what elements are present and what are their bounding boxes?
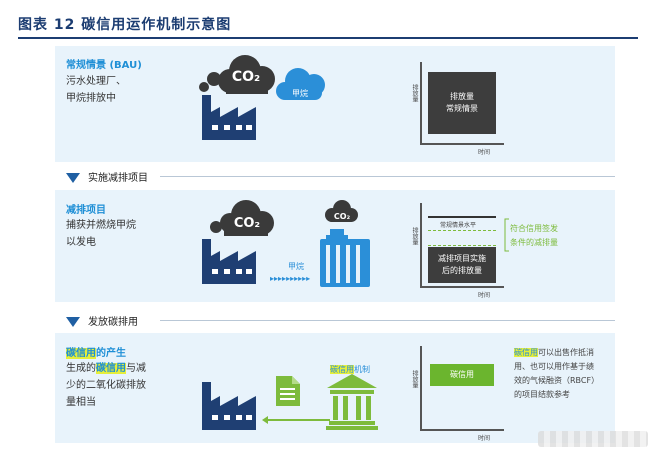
- methane-label: 甲烷: [292, 88, 308, 98]
- panel3-text: 生成的碳信用与减 少的二氧化碳排放 量相当: [66, 360, 146, 411]
- emission-bau-box-line-1: 排放量: [450, 92, 474, 101]
- credit-note-line-2: 用、也可以用作基于绩: [514, 362, 594, 371]
- co2-cloud-icon: [199, 55, 275, 94]
- arrow-left-icon: [262, 416, 330, 424]
- credit-illustration: [202, 374, 378, 430]
- panel1-text: 污水处理厂、 甲烷排放中: [66, 73, 126, 107]
- panel3-line-1: 生成的碳信用与减: [66, 360, 146, 377]
- step-1-label: 实施减排项目: [88, 173, 148, 184]
- chart-credit-y-axis: [420, 346, 422, 430]
- carbon-credit-box: 碳信用: [430, 364, 494, 386]
- small-co2-label: CO₂: [334, 212, 351, 221]
- chart-bau-x-axis: [420, 143, 504, 145]
- figure-title: 图表 12 碳信用运作机制示意图: [18, 17, 232, 33]
- credit-note-line-1: 碳信用可以出售作抵消: [514, 346, 599, 360]
- panel1-heading: 常规情景 (BAU): [66, 60, 142, 71]
- co2-label: CO₂: [234, 216, 260, 231]
- title-rule: [18, 37, 638, 39]
- baseline-line: [428, 216, 496, 218]
- factory-reduction-illustration: CO₂ 甲烷 ▸▸▸▸▸▸▸▸▸▸ CO₂: [202, 200, 370, 287]
- chart-credit: 排放量 时间 碳信用: [411, 346, 504, 442]
- credit-note-line-4: 的项目结款参考: [514, 390, 570, 399]
- chart-reduction-x-label: 时间: [478, 292, 491, 299]
- emission-bau-box-line-2: 常规情景: [446, 104, 478, 113]
- chart-reduction-y-label: 排放量: [411, 227, 418, 245]
- panel2-heading: 减排项目: [66, 205, 106, 216]
- chart-reduction: 排放量 时间 常规情景水平 减排项目实施 后的排放量: [411, 203, 504, 299]
- factory-bau-illustration: CO₂ 甲烷: [199, 55, 325, 140]
- methane-flow-label: 甲烷: [288, 261, 304, 271]
- step-1: 实施减排项目: [66, 169, 148, 184]
- factory-icon: [202, 239, 256, 284]
- credit-note-line-1-rest: 可以出售作抵消: [538, 348, 594, 357]
- chart-credit-x-label: 时间: [478, 435, 491, 442]
- reduction-note: 符合信用签发 条件的减排量: [510, 222, 558, 250]
- mechanism-label: 碳信用机制: [330, 364, 370, 375]
- down-triangle-icon: [66, 173, 80, 183]
- chart-credit-x-axis: [420, 429, 504, 431]
- panel2-text: 捕获并燃烧甲烷 以发电: [66, 217, 136, 251]
- step-2-divider: [160, 320, 615, 321]
- panel1-line-1: 污水处理厂、: [66, 76, 126, 87]
- factory-icon: [202, 95, 256, 140]
- panel3-heading: 碳信用的产生: [66, 344, 126, 359]
- chart-bau-y-axis: [420, 62, 422, 144]
- emission-bau-box: 排放量 常规情景: [428, 72, 496, 134]
- chart-bau-y-label: 排放量: [411, 84, 418, 102]
- chart-credit-y-label: 排放量: [411, 370, 418, 388]
- bank-icon: [326, 374, 378, 430]
- panel1-line-2: 甲烷排放中: [66, 93, 116, 104]
- reduction-note-line-2: 条件的减排量: [510, 238, 558, 247]
- down-triangle-icon: [66, 317, 80, 327]
- chart-bau: 排放量 时间 排放量 常规情景: [411, 62, 504, 156]
- factory-icon: [202, 382, 256, 430]
- reduced-emission-line-2: 后的排放量: [442, 266, 482, 275]
- reduction-gap: [428, 230, 496, 246]
- panel3-heading-rest: 的产生: [96, 348, 126, 359]
- panel-bau: [55, 46, 615, 162]
- mechanism-label-highlight: 碳信用: [330, 365, 354, 374]
- baseline-label: 常规情景水平: [440, 222, 477, 229]
- chart-reduction-y-axis: [420, 203, 422, 287]
- note-bracket: [504, 218, 509, 252]
- panel2-line-2: 以发电: [66, 237, 96, 248]
- credit-note-highlight: 碳信用: [514, 348, 538, 357]
- panel3-line-3: 量相当: [66, 397, 96, 408]
- step-1-divider: [160, 176, 615, 177]
- chart-bau-x-label: 时间: [478, 149, 491, 156]
- reduced-emission-box: 减排项目实施 后的排放量: [428, 247, 496, 283]
- panel3-line-1-post: 与减: [126, 363, 146, 374]
- credit-note-line-3: 效的气候融资（RBCF）: [514, 376, 600, 385]
- reduced-emission-line-1: 减排项目实施: [438, 254, 486, 263]
- co2-cloud-icon: [210, 200, 274, 236]
- methane-flow-arrows: ▸▸▸▸▸▸▸▸▸▸: [270, 274, 310, 283]
- blurred-watermark: [538, 431, 648, 447]
- panel3-heading-highlight: 碳信用: [66, 348, 96, 359]
- mechanism-label-rest: 机制: [354, 365, 370, 374]
- methane-cloud-icon: [276, 68, 325, 100]
- panel3-line-1-highlight: 碳信用: [96, 363, 126, 374]
- credit-note: 碳信用可以出售作抵消 用、也可以用作基于绩 效的气候融资（RBCF） 的项目结款…: [514, 346, 599, 402]
- panel3-line-1-pre: 生成的: [66, 363, 96, 374]
- co2-label: CO₂: [232, 69, 260, 85]
- chart-reduction-x-axis: [420, 286, 504, 288]
- panel2-line-1: 捕获并燃烧甲烷: [66, 220, 136, 231]
- step-2-label: 发放碳排用: [88, 317, 138, 328]
- panel3-line-2: 少的二氧化碳排放: [66, 380, 146, 391]
- small-co2-cloud-icon: [325, 200, 358, 222]
- power-generator-icon: [320, 229, 370, 287]
- reduction-note-line-1: 符合信用签发: [510, 224, 558, 233]
- document-icon: [276, 376, 300, 406]
- step-2: 发放碳排用: [66, 313, 138, 328]
